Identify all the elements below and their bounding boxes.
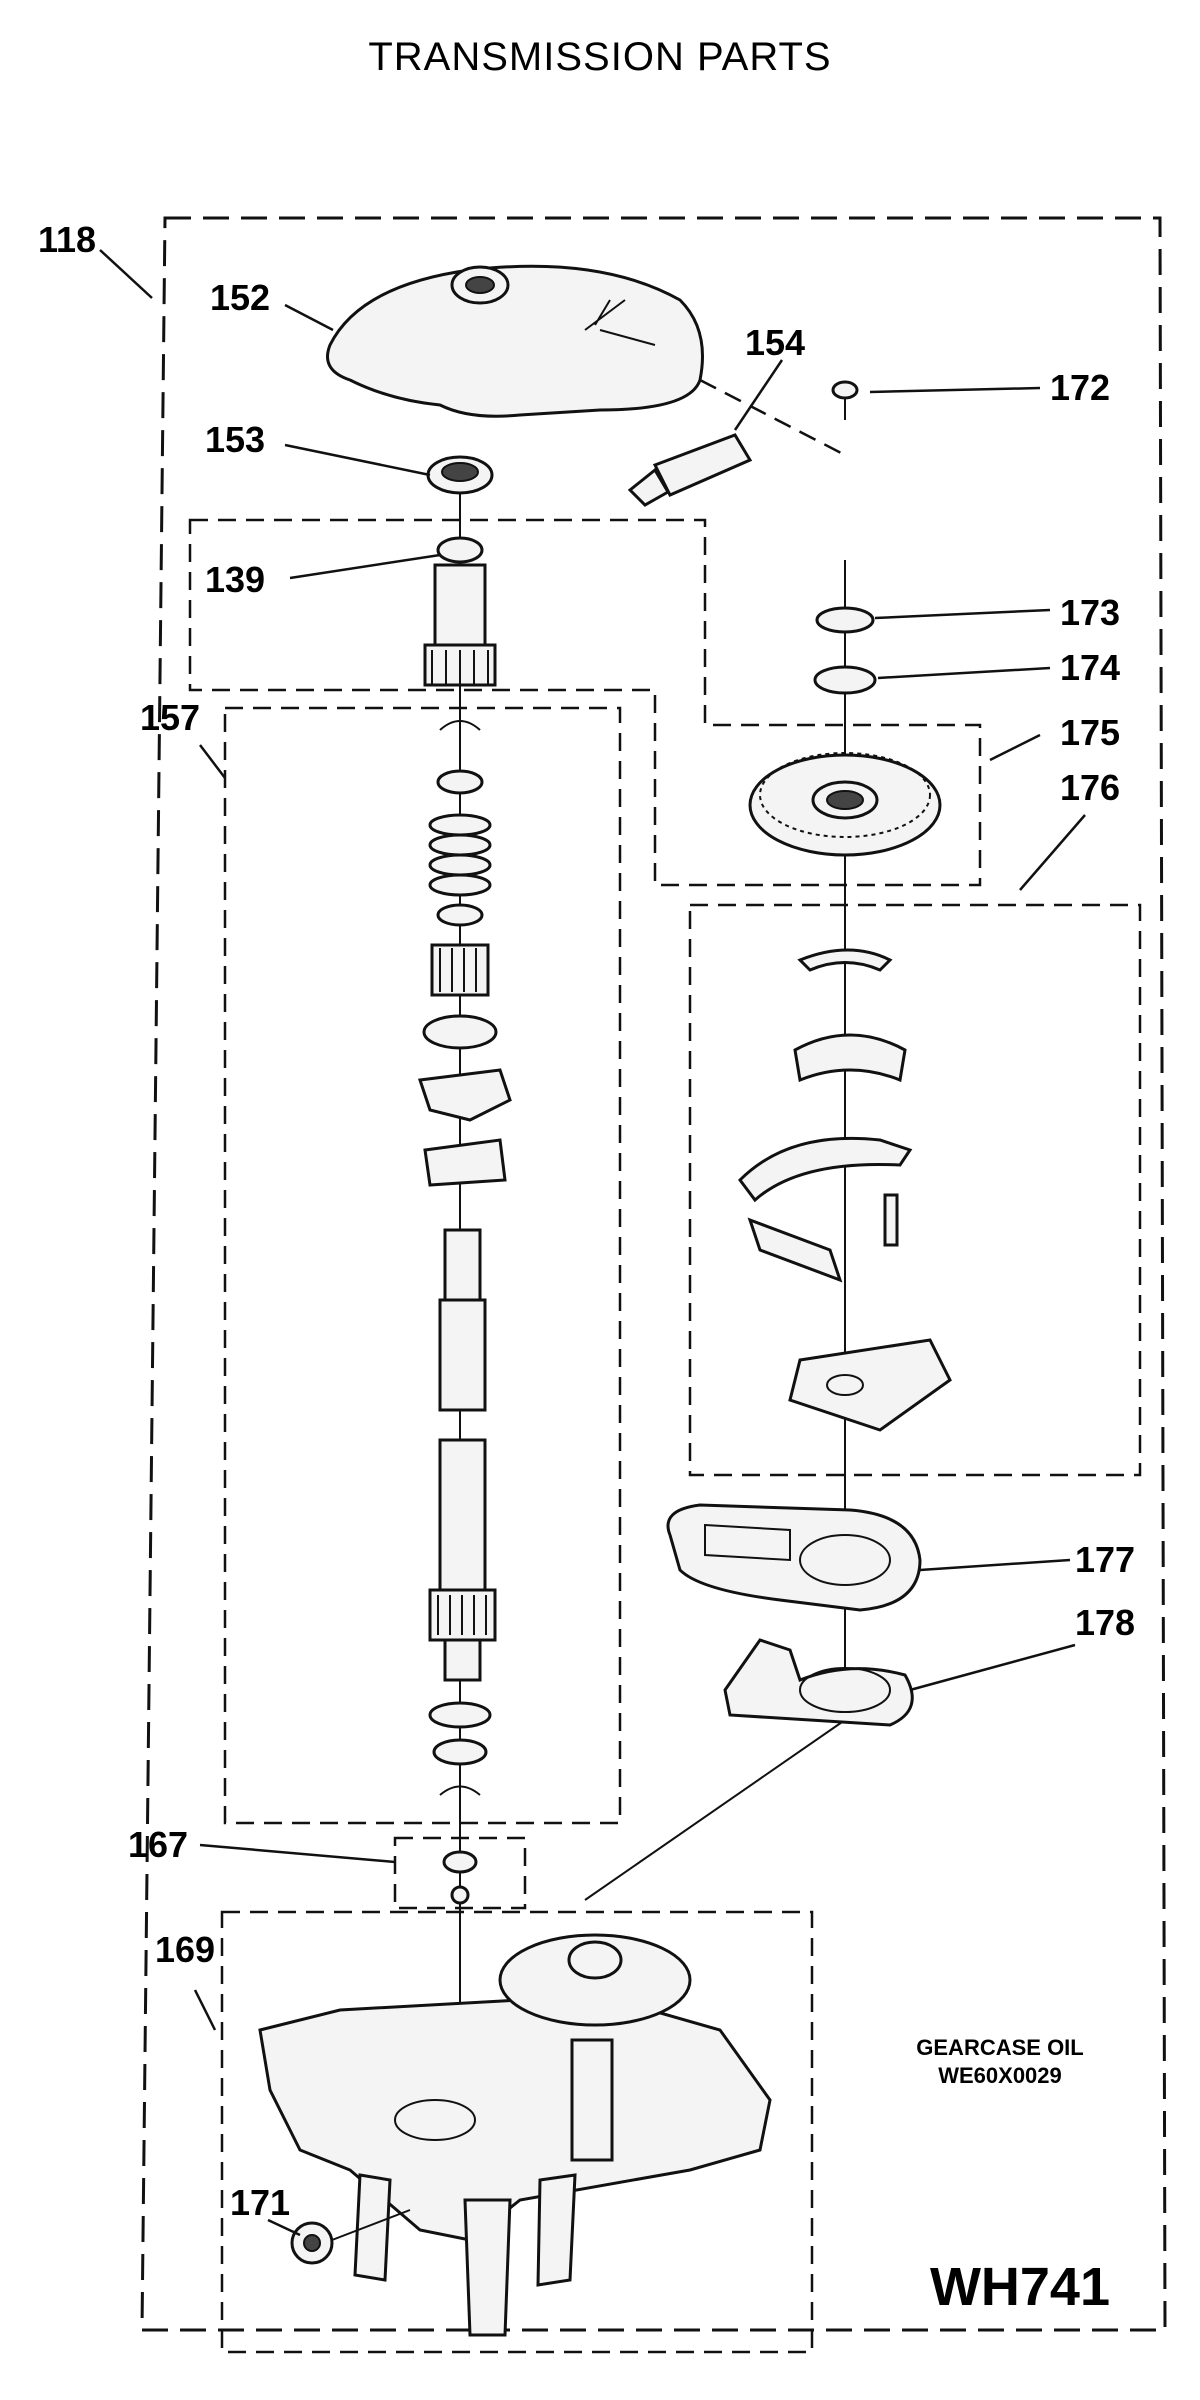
callout-171: 171 bbox=[230, 2182, 290, 2223]
subassembly-boundary-176 bbox=[688, 903, 1142, 1477]
sealant-tube-154 bbox=[627, 433, 753, 507]
callout-172: 172 bbox=[1050, 367, 1110, 408]
leader-175 bbox=[989, 733, 1041, 762]
shift-plate-178 bbox=[723, 1638, 914, 1727]
gear-case-169 bbox=[258, 1933, 772, 2337]
leader-152 bbox=[284, 303, 334, 332]
subassembly-boundary-157 bbox=[223, 706, 622, 1825]
gear-case-cover-152 bbox=[326, 264, 704, 418]
callout-139: 139 bbox=[205, 559, 265, 600]
leader-172 bbox=[869, 386, 1041, 394]
gearcase-oil-label: GEARCASE OIL bbox=[916, 2035, 1083, 2060]
subassembly-boundary-169 bbox=[220, 1910, 814, 2354]
leader-177 bbox=[919, 1558, 1071, 1572]
assembly-boundary-118 bbox=[140, 216, 1167, 2332]
pinion-assembly-139 bbox=[423, 536, 497, 687]
leader-174 bbox=[877, 666, 1051, 680]
leader-167 bbox=[199, 1843, 396, 1864]
leader-169 bbox=[193, 1989, 217, 2031]
callout-167: 167 bbox=[128, 1824, 188, 1865]
model-number: WH741 bbox=[930, 2257, 1110, 2317]
callout-178: 178 bbox=[1075, 1602, 1135, 1643]
callout-175: 175 bbox=[1060, 712, 1120, 753]
callout-154: 154 bbox=[745, 322, 805, 363]
spring bbox=[428, 813, 492, 897]
leader-153 bbox=[284, 443, 431, 477]
leader-lines bbox=[99, 249, 1086, 2237]
diagram-title: TRANSMISSION PARTS bbox=[368, 35, 831, 79]
leader-139 bbox=[289, 553, 441, 580]
callout-152: 152 bbox=[210, 277, 270, 318]
callout-157: 157 bbox=[140, 697, 200, 738]
callout-153: 153 bbox=[205, 419, 265, 460]
drive-gear-175 bbox=[748, 752, 942, 857]
leader-173 bbox=[874, 608, 1051, 620]
leader-171 bbox=[267, 2218, 301, 2237]
ball-167 bbox=[442, 1850, 478, 1905]
leader-157 bbox=[199, 744, 226, 779]
callout-173: 173 bbox=[1060, 592, 1120, 633]
leader-118 bbox=[99, 249, 153, 299]
agitator-shaft-stack-157 bbox=[417, 720, 512, 1796]
seal-171 bbox=[290, 2209, 411, 2265]
screw-172 bbox=[831, 380, 859, 420]
bearing-153 bbox=[426, 455, 494, 495]
subassembly-boundary-139 bbox=[188, 518, 982, 887]
leader-178 bbox=[909, 1643, 1076, 1692]
link-axis-diagonal bbox=[584, 1719, 846, 1901]
washer-174 bbox=[813, 665, 877, 695]
callout-176: 176 bbox=[1060, 767, 1120, 808]
callout-177: 177 bbox=[1075, 1539, 1135, 1580]
leader-176 bbox=[1019, 814, 1086, 891]
callout-169: 169 bbox=[155, 1929, 215, 1970]
callout-118: 118 bbox=[38, 219, 96, 260]
gearcase-oil-part-number: WE60X0029 bbox=[938, 2063, 1062, 2088]
shift-lever-177 bbox=[666, 1503, 922, 1612]
retaining-ring-173 bbox=[815, 606, 875, 634]
shifter-assembly-176 bbox=[738, 948, 952, 1432]
callout-174: 174 bbox=[1060, 647, 1120, 688]
leader-154 bbox=[733, 359, 784, 431]
